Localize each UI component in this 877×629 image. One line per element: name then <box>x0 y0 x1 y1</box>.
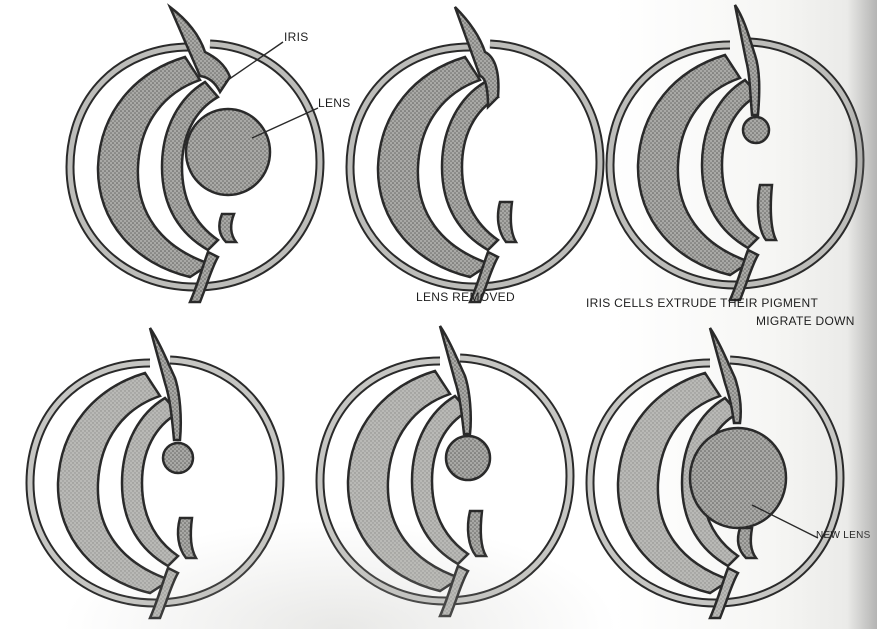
iris-label: IRIS <box>284 30 309 44</box>
lens-body <box>186 109 270 195</box>
eye-panel-iris-extrude <box>580 0 877 300</box>
eye-panel-regen-growing <box>290 316 590 616</box>
iris-cells-label-line1: IRIS CELLS EXTRUDE THEIR PIGMENT <box>586 296 818 310</box>
lens-removed-label: LENS REMOVED <box>416 290 515 304</box>
eye-panel-regen-bud <box>0 318 300 618</box>
eye-panel-lens-removed <box>320 2 620 302</box>
lens-label: LENS <box>318 96 351 110</box>
iris-cells-label-line2: MIGRATE DOWN <box>756 314 855 328</box>
eye-panel-intact <box>40 2 340 302</box>
new-lens-label: NEW LENS <box>816 530 871 541</box>
eye-panel-new-lens <box>560 318 860 618</box>
